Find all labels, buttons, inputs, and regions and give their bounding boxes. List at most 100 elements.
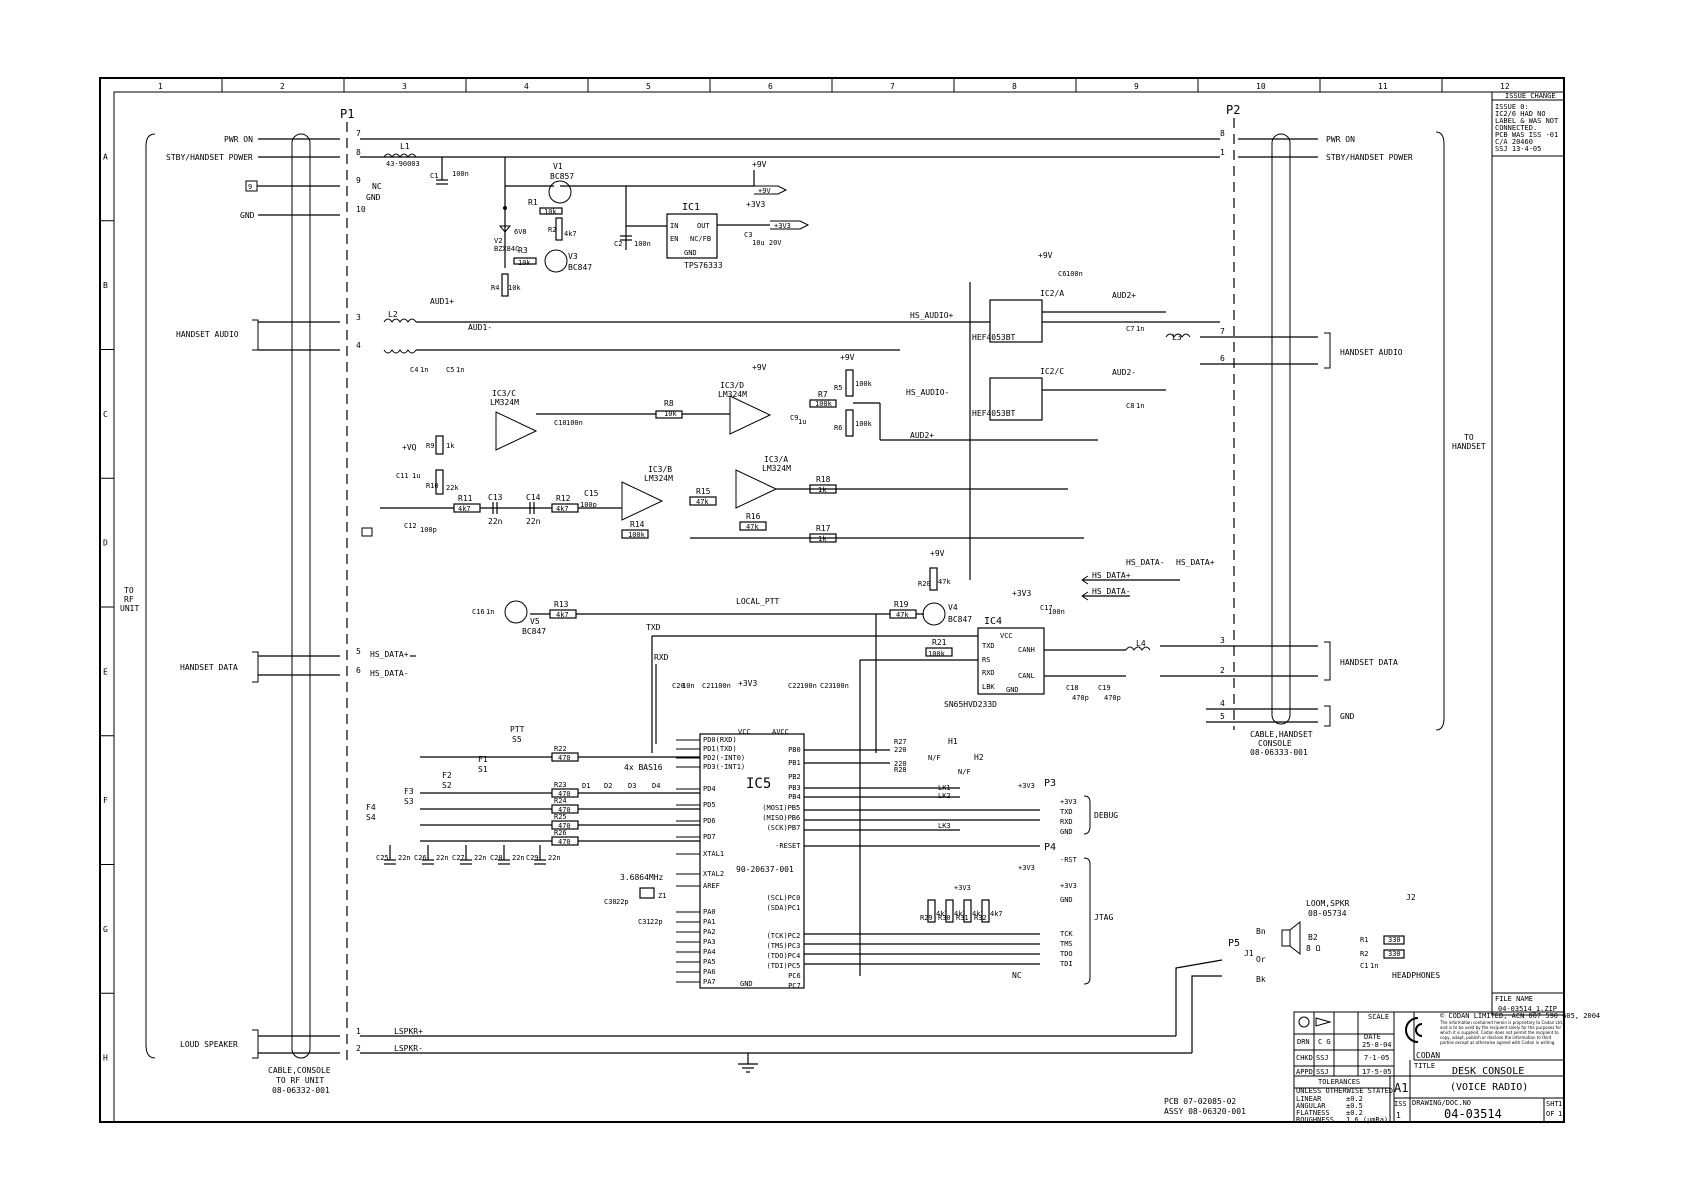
s1-switch[interactable]: S1: [478, 765, 488, 774]
p3-pin: TXD: [1060, 808, 1073, 816]
r13-ref: R13: [554, 600, 569, 609]
p2-cable-text: 08-06333-001: [1250, 748, 1308, 757]
appd-label: APPD: [1296, 1068, 1313, 1076]
r-signal-stby: STBY/HANDSET POWER: [1326, 153, 1413, 162]
ic2c-switch: [989, 377, 1043, 421]
d4-ref: D4: [652, 782, 660, 790]
c8-value: 1n: [1136, 402, 1144, 410]
ic5-right-pins: PB0PB1PB2PB3PB4(MOSI)PB5(MISO)PB6(SCK)PB…: [762, 746, 801, 990]
r23-value: 470: [558, 790, 571, 798]
c18-ref: C18: [1066, 684, 1079, 692]
projection-icon: [1298, 1016, 1310, 1028]
lk3-link[interactable]: LK3: [938, 822, 951, 830]
r29-value: 4k7: [936, 910, 949, 918]
r16-ref: R16: [746, 512, 761, 521]
company-name: CODAN: [1416, 1051, 1440, 1060]
handset-brace: [1435, 131, 1445, 731]
ic5-vcc: VCC: [738, 728, 751, 736]
r29-ref: R29: [920, 914, 933, 922]
ic5-pin-label: (TDO)PC4: [767, 952, 801, 960]
column-label: 7: [890, 82, 895, 91]
ic3b-opamp: [621, 481, 664, 521]
r22-value: 470: [558, 754, 571, 762]
p5-ref: P5: [1228, 938, 1240, 949]
hp-r2-ref: R2: [1360, 950, 1368, 958]
to-rf-unit: RF: [124, 595, 134, 604]
d2-ref: D2: [604, 782, 612, 790]
pin: 7: [1220, 327, 1225, 336]
r13-value: 4k7: [556, 611, 569, 619]
f4-label: F4: [366, 803, 376, 812]
p3-pin: +3V3: [1060, 798, 1077, 806]
ic5-pin-label: PD1(TXD): [703, 745, 737, 753]
tol-name: ROUGHNESS: [1296, 1116, 1334, 1124]
of-value: 1: [1558, 1110, 1562, 1118]
ic1-pin: EN: [670, 235, 678, 243]
v2-voltage: 6V8: [514, 228, 527, 236]
s5-switch[interactable]: S5: [512, 735, 522, 744]
j2-ref: J2: [1406, 893, 1416, 902]
s4-switch[interactable]: S4: [366, 813, 376, 822]
column-label: 2: [280, 82, 285, 91]
pin: 10: [356, 205, 366, 214]
pin: 1: [356, 1027, 361, 1036]
r18-value: 1k: [818, 486, 827, 494]
r11-value: 4k7: [458, 505, 471, 513]
drawing-subtitle: (VOICE RADIO): [1450, 1082, 1528, 1093]
l4-inductor: [1125, 646, 1151, 651]
tol-name: LINEAR: [1296, 1095, 1322, 1103]
notice-text: The information contained herein is prop…: [1440, 1020, 1564, 1045]
ic5-left-pins: PD0(RXD)PD1(TXD)PD2(-INT0)PD3(-INT1)PD4P…: [676, 736, 745, 986]
c29-ref: C29: [526, 854, 539, 862]
r7-value: 100k: [815, 400, 833, 408]
c4-value: 1n: [420, 366, 428, 374]
c27-ref: C27: [452, 854, 465, 862]
c5-ref: C5: [446, 366, 454, 374]
hs-data-plus: HS_DATA+: [370, 650, 409, 659]
l3-ref: L3: [1172, 333, 1182, 342]
r15-value: 47k: [696, 498, 709, 506]
c23-ref: C23: [820, 682, 833, 690]
ic3b-ref: IC3/B: [648, 465, 672, 474]
c14-ref: C14: [526, 493, 541, 502]
c6-value: 100n: [1066, 270, 1083, 278]
r12-ref: R12: [556, 494, 571, 503]
ptt-switch-label[interactable]: PTT: [510, 725, 525, 734]
c7-ref: C7: [1126, 325, 1134, 333]
ic3a-part: LM324M: [762, 464, 791, 473]
r2-value: 4k7: [564, 230, 577, 238]
signal-pwr-on: PWR ON: [224, 135, 253, 144]
r14-value: 100k: [628, 531, 646, 539]
issue-line: LABEL & WAS NOT: [1495, 117, 1559, 125]
wire-bk: Bk: [1256, 975, 1266, 984]
r-signal-gnd: GND: [1340, 712, 1355, 721]
s2-switch[interactable]: S2: [442, 781, 452, 790]
plus9v-net: +9V: [752, 160, 767, 169]
c4-ref: C4: [410, 366, 418, 374]
c16-value: 1n: [486, 608, 494, 616]
ic5-pin-label: AREF: [703, 882, 720, 890]
p3-ref: P3: [1044, 778, 1056, 789]
v2-ref: V2: [494, 237, 502, 245]
hs-audio-minus: HS_AUDIO-: [906, 388, 949, 397]
pin: 5: [356, 647, 361, 656]
plus3v3-net: +3V3: [1018, 782, 1035, 790]
r23-ref: R23: [554, 781, 567, 789]
wire-bn: Bn: [1256, 927, 1266, 936]
ic1-pin: IN: [670, 222, 678, 230]
chkd-by: SSJ: [1316, 1054, 1329, 1062]
issue-change-title: ISSUE CHANGE: [1505, 92, 1556, 100]
gnd-label: GND: [366, 193, 381, 202]
pin: 2: [356, 1044, 361, 1053]
p1-cable-text: 08-06332-001: [272, 1086, 330, 1095]
lk2-link[interactable]: LK2: [938, 792, 951, 800]
s3-switch[interactable]: S3: [404, 797, 414, 806]
d1-ref: D1: [582, 782, 590, 790]
c19-ref: C19: [1098, 684, 1111, 692]
column-label: 5: [646, 82, 651, 91]
v5-ref: V5: [530, 617, 540, 626]
pin: 8: [1220, 129, 1225, 138]
c11-value: 1u: [412, 472, 420, 480]
